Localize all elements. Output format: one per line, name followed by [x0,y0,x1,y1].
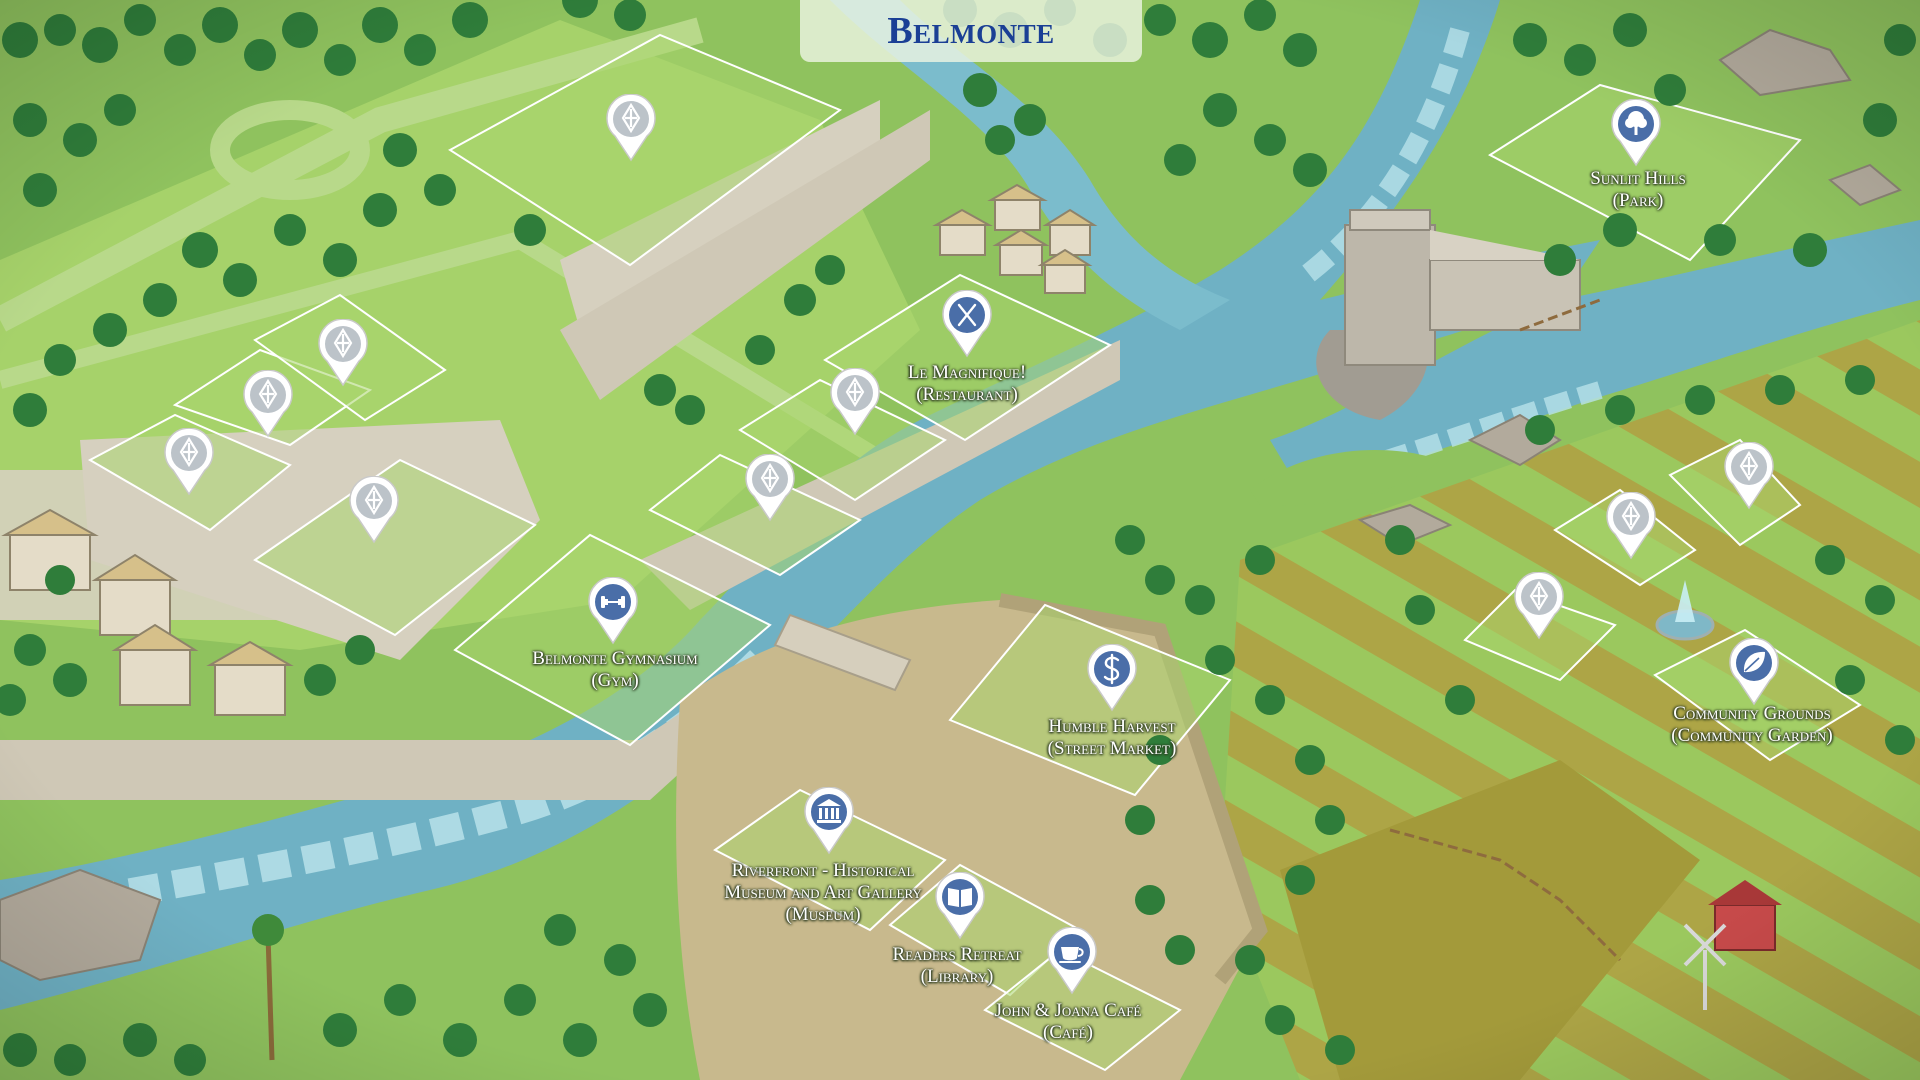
coffee-cup-icon [1059,947,1084,963]
lot-type: (Restaurant) [916,384,1018,405]
gym-lot-label: Belmonte Gymnasium (Gym) [532,648,697,692]
lot-type: (Museum) [785,904,861,925]
residential-icon [364,484,384,516]
cafe-lot-label: John & Joana Café (Café) [995,1000,1142,1044]
residential-lot-pin[interactable] [349,476,399,544]
lot-type: (Gym) [591,670,639,691]
residential-lot-pin[interactable] [830,368,880,436]
fork-knife-icon [957,303,977,327]
tree-icon [1625,111,1647,135]
lot-type: (Street Market) [1047,738,1177,759]
residential-icon [1739,450,1759,482]
cafe-lot-pin[interactable] [1047,927,1097,995]
restaurant-lot-label: Le Magnifique! (Restaurant) [908,362,1026,406]
library-lot-label: Readers Retreat (Library) [892,944,1021,988]
lot-name: Le Magnifique! [907,362,1027,383]
residential-icon [179,436,199,468]
residential-lot-pin[interactable] [1606,492,1656,560]
lot-type: (Park) [1612,190,1664,211]
residential-icon [621,102,641,134]
residential-lot-pin[interactable] [1724,442,1774,510]
leaf-icon [1743,651,1765,673]
lot-name: Readers Retreat [892,944,1022,965]
museum-lot-pin[interactable] [804,787,854,855]
lot-type: (Community Garden) [1671,725,1833,746]
residential-icon [760,462,780,494]
lot-name: Sunlit Hills [1590,168,1686,189]
lot-name: John & Joana Café [994,1000,1142,1021]
street-market-lot-label: Humble Harvest (Street Market) [1048,716,1177,760]
residential-lot-pin[interactable] [1514,572,1564,640]
world-title: Belmonte [887,10,1055,52]
residential-lot-pin[interactable] [606,94,656,162]
open-book-icon [948,888,972,907]
community-garden-lot-pin[interactable] [1729,638,1779,706]
library-lot-pin[interactable] [935,872,985,940]
lot-name: Belmonte Gymnasium [532,648,698,669]
park-lot-pin[interactable] [1611,99,1661,167]
lot-type: (Café) [1043,1022,1093,1043]
residential-icon [845,376,865,408]
lot-name: Humble Harvest [1048,716,1176,737]
residential-lot-pin[interactable] [164,428,214,496]
museum-columns-icon [817,799,841,823]
residential-icon [1529,580,1549,612]
lot-name: Riverfront - Historical [731,860,915,881]
park-lot-label: Sunlit Hills (Park) [1590,168,1685,212]
residential-lot-pin[interactable] [745,454,795,522]
community-garden-lot-label: Community Grounds (Community Garden) [1671,703,1833,747]
restaurant-lot-pin[interactable] [942,290,992,358]
market-s-icon [1103,653,1120,685]
residential-icon [258,378,278,410]
gym-lot-pin[interactable] [588,577,638,645]
lot-name-continued: Museum and Art Gallery [724,882,922,903]
residential-icon [1621,500,1641,532]
street-market-lot-pin[interactable] [1087,644,1137,712]
museum-lot-label: Riverfront - Historical Museum and Art G… [724,860,922,926]
residential-lot-pin[interactable] [318,319,368,387]
dumbbell-icon [601,596,625,608]
residential-lot-pin[interactable] [243,370,293,438]
lot-name: Community Grounds [1673,703,1831,724]
residential-icon [333,327,353,359]
world-title-banner: Belmonte [800,0,1142,62]
lot-type: (Library) [920,966,994,987]
